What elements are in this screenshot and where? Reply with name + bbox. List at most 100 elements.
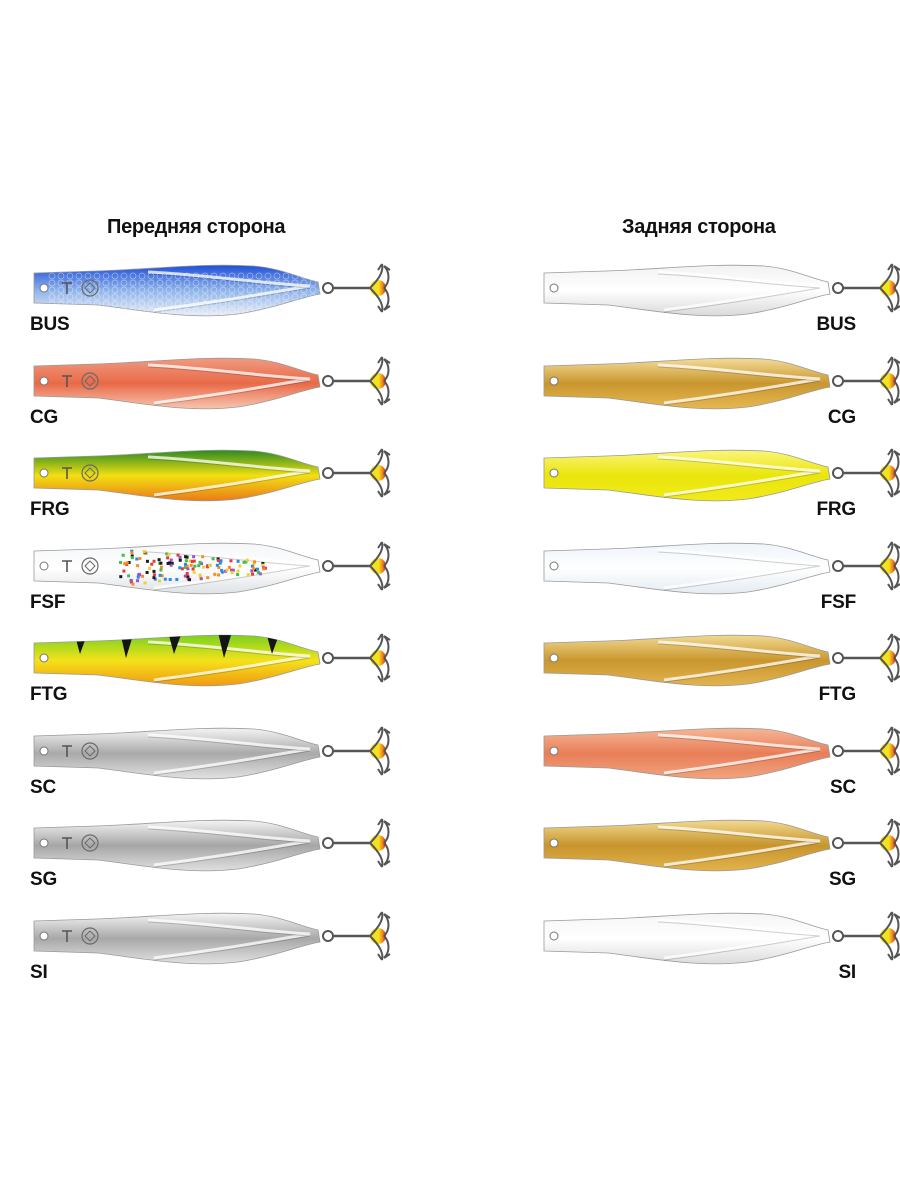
lure-back-image xyxy=(543,725,900,779)
lure-back-image xyxy=(543,263,900,317)
lure-body xyxy=(33,634,321,687)
treble-hook-icon xyxy=(322,818,391,868)
lure-back-code: BUS xyxy=(816,314,856,335)
lure-back-code: SG xyxy=(828,869,856,890)
lure-body xyxy=(543,727,831,779)
lure-front-code: FRG xyxy=(30,499,70,520)
lure-front-code: SC xyxy=(30,776,56,798)
lure-front-image xyxy=(33,633,391,687)
treble-hook-icon xyxy=(832,540,900,591)
eyelet-hole-icon xyxy=(549,746,559,755)
size-mark-icon xyxy=(62,559,72,572)
lure-front-code: SI xyxy=(30,961,48,983)
lure-front-code: BUS xyxy=(30,314,70,335)
lure-back-code: SI xyxy=(838,961,856,983)
eyelet-hole-icon xyxy=(39,838,49,848)
lure-body xyxy=(543,264,831,317)
lure-front-code: SG xyxy=(30,869,58,890)
treble-hook-icon xyxy=(832,910,900,961)
lure-variant-row-si: SI SI xyxy=(0,910,900,1004)
lure-front-code: FSF xyxy=(30,591,66,613)
brand-logo-icon xyxy=(81,834,99,852)
treble-hook-icon xyxy=(322,355,391,406)
lure-back-image xyxy=(543,540,900,594)
lure-front-image xyxy=(33,263,391,317)
treble-hook-icon xyxy=(832,263,900,313)
lure-variant-row-fsf: FSF FSF xyxy=(0,540,900,634)
lure-back-image xyxy=(543,910,900,964)
size-mark-icon xyxy=(62,374,72,387)
lure-front-code: FTG xyxy=(30,684,68,705)
treble-hook-icon xyxy=(832,725,900,776)
lure-body xyxy=(543,449,831,502)
lure-variant-row-frg: FRG FRG xyxy=(0,448,900,541)
lure-variant-row-sc: SC SC xyxy=(0,725,900,819)
size-mark-icon xyxy=(62,467,72,479)
lure-body xyxy=(543,912,831,964)
treble-hook-icon xyxy=(832,448,900,498)
lure-body xyxy=(543,357,831,409)
size-mark-icon xyxy=(62,282,72,294)
lure-variant-row-sg: SG SG xyxy=(0,818,900,911)
brand-logo-icon xyxy=(81,464,99,482)
brand-logo-icon xyxy=(81,741,99,760)
back-side-header: Задняя сторона xyxy=(622,216,776,238)
brand-logo-icon xyxy=(81,371,99,390)
lure-body xyxy=(33,727,321,779)
lure-body xyxy=(33,912,321,964)
lure-body xyxy=(543,542,831,594)
lure-back-image xyxy=(543,633,900,687)
treble-hook-icon xyxy=(322,448,391,498)
treble-hook-icon xyxy=(322,633,391,683)
lure-body xyxy=(33,449,321,502)
treble-hook-icon xyxy=(322,263,391,313)
eyelet-hole-icon xyxy=(549,931,559,940)
eyelet-hole-icon xyxy=(39,283,49,293)
lure-back-code: FTG xyxy=(818,684,857,705)
brand-logo-icon xyxy=(81,556,99,575)
lure-front-image xyxy=(33,540,391,594)
lure-front-image xyxy=(33,910,391,964)
lure-back-code: CG xyxy=(827,406,856,428)
lure-back-code: SC xyxy=(830,776,856,798)
lure-body xyxy=(543,819,831,872)
front-side-header: Передняя сторона xyxy=(107,216,286,238)
lure-body xyxy=(33,819,321,872)
eyelet-hole-icon xyxy=(549,468,559,478)
lure-variant-row-cg: CG CG xyxy=(0,355,900,449)
lure-front-image xyxy=(33,448,391,502)
eyelet-hole-icon xyxy=(39,746,49,755)
lure-body xyxy=(543,634,831,687)
eyelet-hole-icon xyxy=(549,283,559,293)
treble-hook-icon xyxy=(832,818,900,868)
eyelet-hole-icon xyxy=(39,561,49,570)
treble-hook-icon xyxy=(322,725,391,776)
lure-front-image xyxy=(33,818,391,872)
eyelet-hole-icon xyxy=(39,376,49,385)
brand-logo-icon xyxy=(81,926,99,945)
lure-back-code: FSF xyxy=(820,591,856,613)
lure-front-image xyxy=(33,725,391,779)
lure-body xyxy=(33,264,321,317)
lure-back-code: FRG xyxy=(816,499,856,520)
lure-back-image xyxy=(543,818,900,872)
lure-variant-row-ftg: FTG FTG xyxy=(0,633,900,726)
size-mark-icon xyxy=(62,929,72,942)
eyelet-hole-icon xyxy=(39,653,49,663)
treble-hook-icon xyxy=(322,910,391,961)
lure-variant-row-bus: BUS BUS xyxy=(0,263,900,356)
size-mark-icon xyxy=(62,837,72,849)
lure-back-image xyxy=(543,355,900,409)
eyelet-hole-icon xyxy=(549,376,559,385)
treble-hook-icon xyxy=(832,355,900,406)
lure-back-image xyxy=(543,448,900,502)
lure-body xyxy=(33,357,321,409)
treble-hook-icon xyxy=(832,633,900,683)
lure-front-image xyxy=(33,355,391,409)
eyelet-hole-icon xyxy=(39,468,49,478)
eyelet-hole-icon xyxy=(549,838,559,848)
size-mark-icon xyxy=(62,744,72,757)
treble-hook-icon xyxy=(322,540,391,591)
eyelet-hole-icon xyxy=(549,561,559,570)
lure-body xyxy=(33,542,321,594)
